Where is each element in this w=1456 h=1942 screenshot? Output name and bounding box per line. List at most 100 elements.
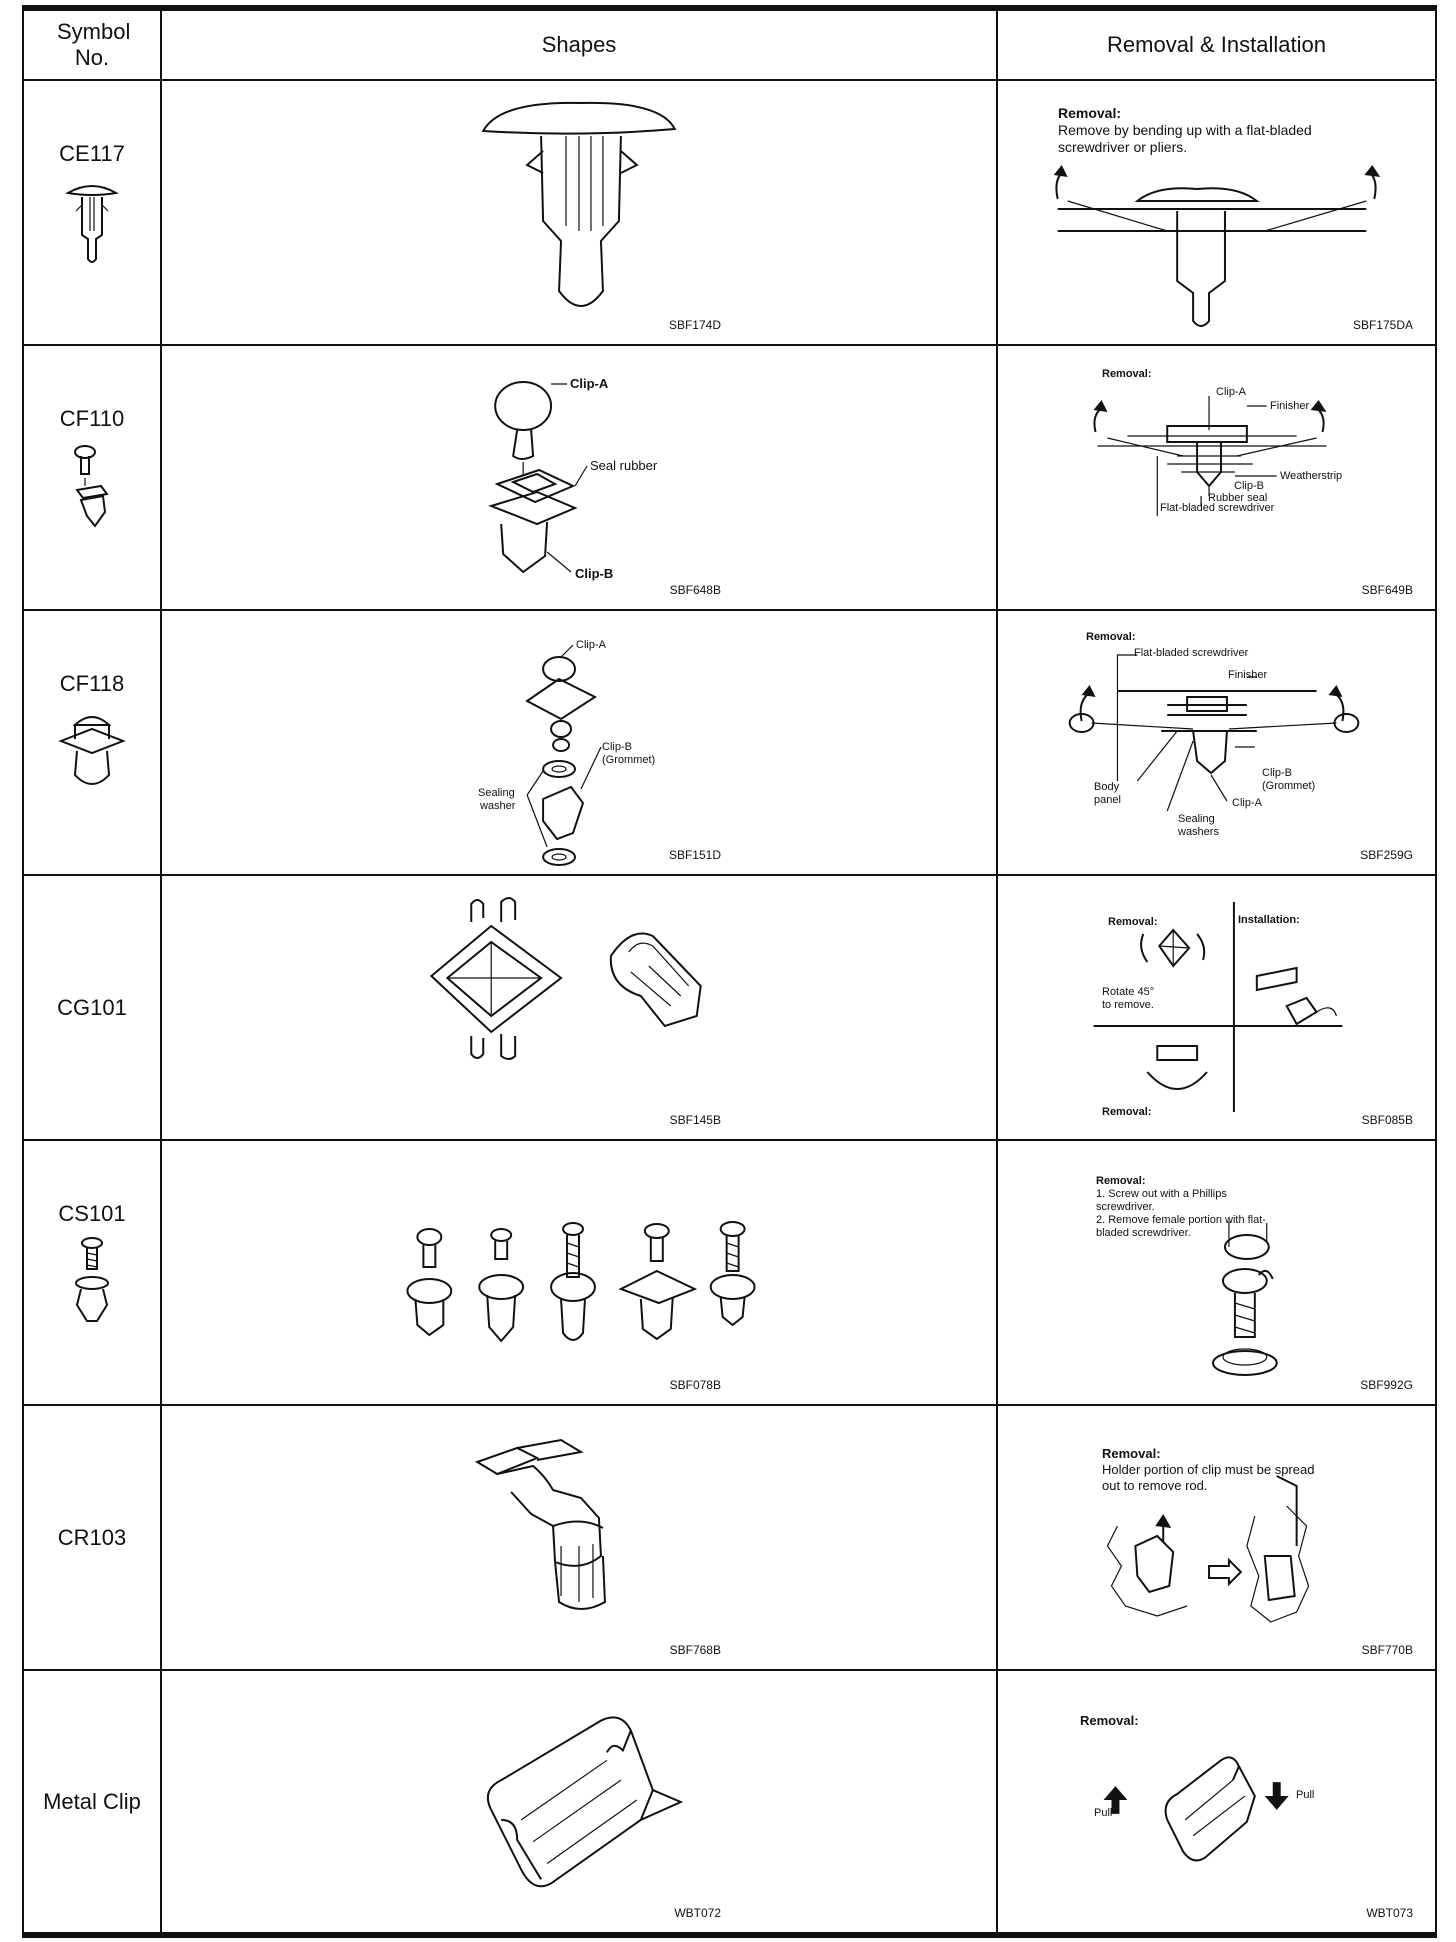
figure-ref: SBF770B — [1361, 1643, 1413, 1657]
shape-cell: Clip-A Seal rubber Clip-B SBF648B — [160, 344, 998, 611]
table-row: CF118 — [22, 609, 1437, 876]
symbol-code: CF110 — [59, 405, 125, 431]
removal-cell: Removal: Installation: Rotate 45° to rem… — [996, 874, 1437, 1141]
header-shapes: Shapes — [160, 7, 998, 81]
rotate-line-1: Rotate 45° — [1102, 986, 1155, 998]
symbol-cell: CF110 — [22, 344, 162, 611]
label-seal-rubber: Seal rubber — [590, 458, 658, 473]
cs101-shape-figure — [406, 1221, 756, 1343]
cf118-shape-figure — [525, 644, 602, 866]
figure-ref: SBF648B — [669, 583, 721, 597]
label-clip-a: Clip-A — [576, 639, 606, 651]
label-grommet: (Grommet) — [1262, 780, 1316, 792]
removal-note: Removal: Holder portion of clip must be … — [1102, 1446, 1322, 1494]
label-finisher: Finisher — [1228, 669, 1268, 681]
removal-title: Removal: — [1096, 1175, 1146, 1187]
symbol-code: CE117 — [59, 140, 125, 166]
label-body: Body — [1094, 781, 1120, 793]
figure-ref: WBT073 — [1366, 1906, 1413, 1920]
header-removal-installation: Removal & Installation — [996, 7, 1437, 81]
symbol-code: CF118 — [59, 670, 125, 696]
symbol-cell: CR103 — [22, 1404, 162, 1671]
clip-table: Symbol No. Shapes Removal & Installation… — [22, 5, 1437, 1938]
label-weatherstrip: Weatherstrip — [1280, 470, 1343, 482]
symbol-cell: Metal Clip — [22, 1669, 162, 1936]
cs101-clip-icon — [75, 1236, 109, 1322]
removal-title: Removal: — [1080, 1713, 1139, 1728]
cs101-removal-figure — [1212, 1221, 1278, 1376]
label-clip-a: Clip-A — [1216, 386, 1246, 398]
rotate-line-2: to remove. — [1102, 999, 1154, 1011]
pull-down-arrow-icon — [1264, 1782, 1289, 1810]
label-screwdriver: Flat-bladed screwdriver — [1160, 502, 1275, 514]
shape-cell: Clip-A Clip-B (Grommet) Sealing washer S… — [160, 609, 998, 876]
symbol-code: CR103 — [57, 1524, 127, 1550]
figure-ref: WBT072 — [674, 1906, 721, 1920]
cf110-clip-icon — [74, 444, 109, 528]
header-symbol-no: Symbol No. — [22, 7, 162, 81]
symbol-code: Metal Clip — [43, 1788, 141, 1814]
label-clip-a: Clip-A — [1232, 797, 1262, 809]
table-header-row: Symbol No. Shapes Removal & Installation — [22, 7, 1437, 81]
shape-cell: SBF768B — [160, 1404, 998, 1671]
metal-clip-removal-figure — [1103, 1756, 1289, 1862]
removal-text: Holder portion of clip must be spread ou… — [1102, 1462, 1315, 1493]
label-washers: washers — [1178, 826, 1219, 838]
table-row: CS101 — [22, 1139, 1437, 1406]
removal-step-1: 1. Screw out with a Phillips screwdriver… — [1096, 1188, 1227, 1213]
table-row: CG101 SBF145B — [22, 874, 1437, 1141]
label-washer: washer — [480, 800, 516, 812]
label-screwdriver: Flat-bladed screwdriver — [1134, 647, 1249, 659]
label-panel: panel — [1094, 794, 1121, 806]
cr103-shape-figure — [474, 1438, 606, 1610]
figure-ref: SBF649B — [1361, 583, 1413, 597]
removal-cell: Removal: Clip-A Finisher Weatherstrip Cl… — [996, 344, 1437, 611]
table-row: Metal Clip WBT072 Removal: — [22, 1669, 1437, 1936]
label-rubber-seal: Rubber seal — [1208, 492, 1268, 504]
removal-title: Removal: — [1108, 916, 1158, 928]
removal-title: Removal: — [1102, 1446, 1161, 1461]
cf110-removal-figure — [1093, 396, 1327, 516]
installation-title: Installation: — [1238, 914, 1300, 926]
removal-cell: Removal: Pull Pull WBT073 — [996, 1669, 1437, 1936]
symbol-cell: CS101 — [22, 1139, 162, 1406]
removal-cell: Removal: Holder portion of clip must be … — [996, 1404, 1437, 1671]
removal-cell: Removal: 1. Screw out with a Phillips sc… — [996, 1139, 1437, 1406]
figure-ref: SBF768B — [669, 1643, 721, 1657]
ce117-shape-figure — [481, 101, 677, 307]
symbol-code: CS101 — [58, 1200, 126, 1226]
symbol-code: CG101 — [57, 994, 127, 1020]
removal-cell: Removal: Remove by bending up with a fla… — [996, 79, 1437, 346]
shape-cell: SBF174D — [160, 79, 998, 346]
table-row: CE117 SBF174D Removal: — [22, 79, 1437, 346]
removal-text: Remove by bending up with a flat-bladed … — [1058, 122, 1312, 155]
figure-ref: SBF992G — [1360, 1378, 1413, 1392]
label-sealing: Sealing — [478, 787, 515, 799]
symbol-cell: CE117 — [22, 79, 162, 346]
pull-left-label: Pull — [1094, 1807, 1113, 1819]
label-clip-a: Clip-A — [570, 376, 609, 391]
removal-cell: Removal: Flat-bladed screwdriver Finishe… — [996, 609, 1437, 876]
figure-ref: SBF145B — [669, 1113, 721, 1127]
figure-ref: SBF174D — [668, 318, 721, 332]
figure-ref: SBF259G — [1360, 848, 1413, 862]
cg101-shape-figure — [429, 897, 702, 1060]
label-sealing: Sealing — [1178, 813, 1215, 825]
shape-cell: SBF145B — [160, 874, 998, 1141]
figure-ref: SBF078B — [669, 1378, 721, 1392]
figure-ref: SBF175DA — [1352, 318, 1413, 332]
label-clip-b: Clip-B — [602, 741, 632, 753]
removal-title: Removal: — [1058, 105, 1122, 121]
header-symbol-no-label: Symbol No. — [57, 19, 131, 70]
pull-up-arrow-icon — [1103, 1786, 1128, 1814]
cr103-removal-figure — [1106, 1475, 1310, 1623]
table-row: CF110 — [22, 344, 1437, 611]
label-grommet: (Grommet) — [602, 754, 656, 766]
table-row: CR103 SBF768B Removal: Holder portion of… — [22, 1404, 1437, 1671]
symbol-cell: CF118 — [22, 609, 162, 876]
cf118-removal-figure — [1068, 654, 1360, 812]
removal-note: Removal: 1. Screw out with a Phillips sc… — [1096, 1175, 1266, 1240]
shape-cell: WBT072 — [160, 1669, 998, 1936]
ce117-clip-icon — [65, 184, 119, 263]
figure-ref: SBF151D — [668, 848, 721, 862]
